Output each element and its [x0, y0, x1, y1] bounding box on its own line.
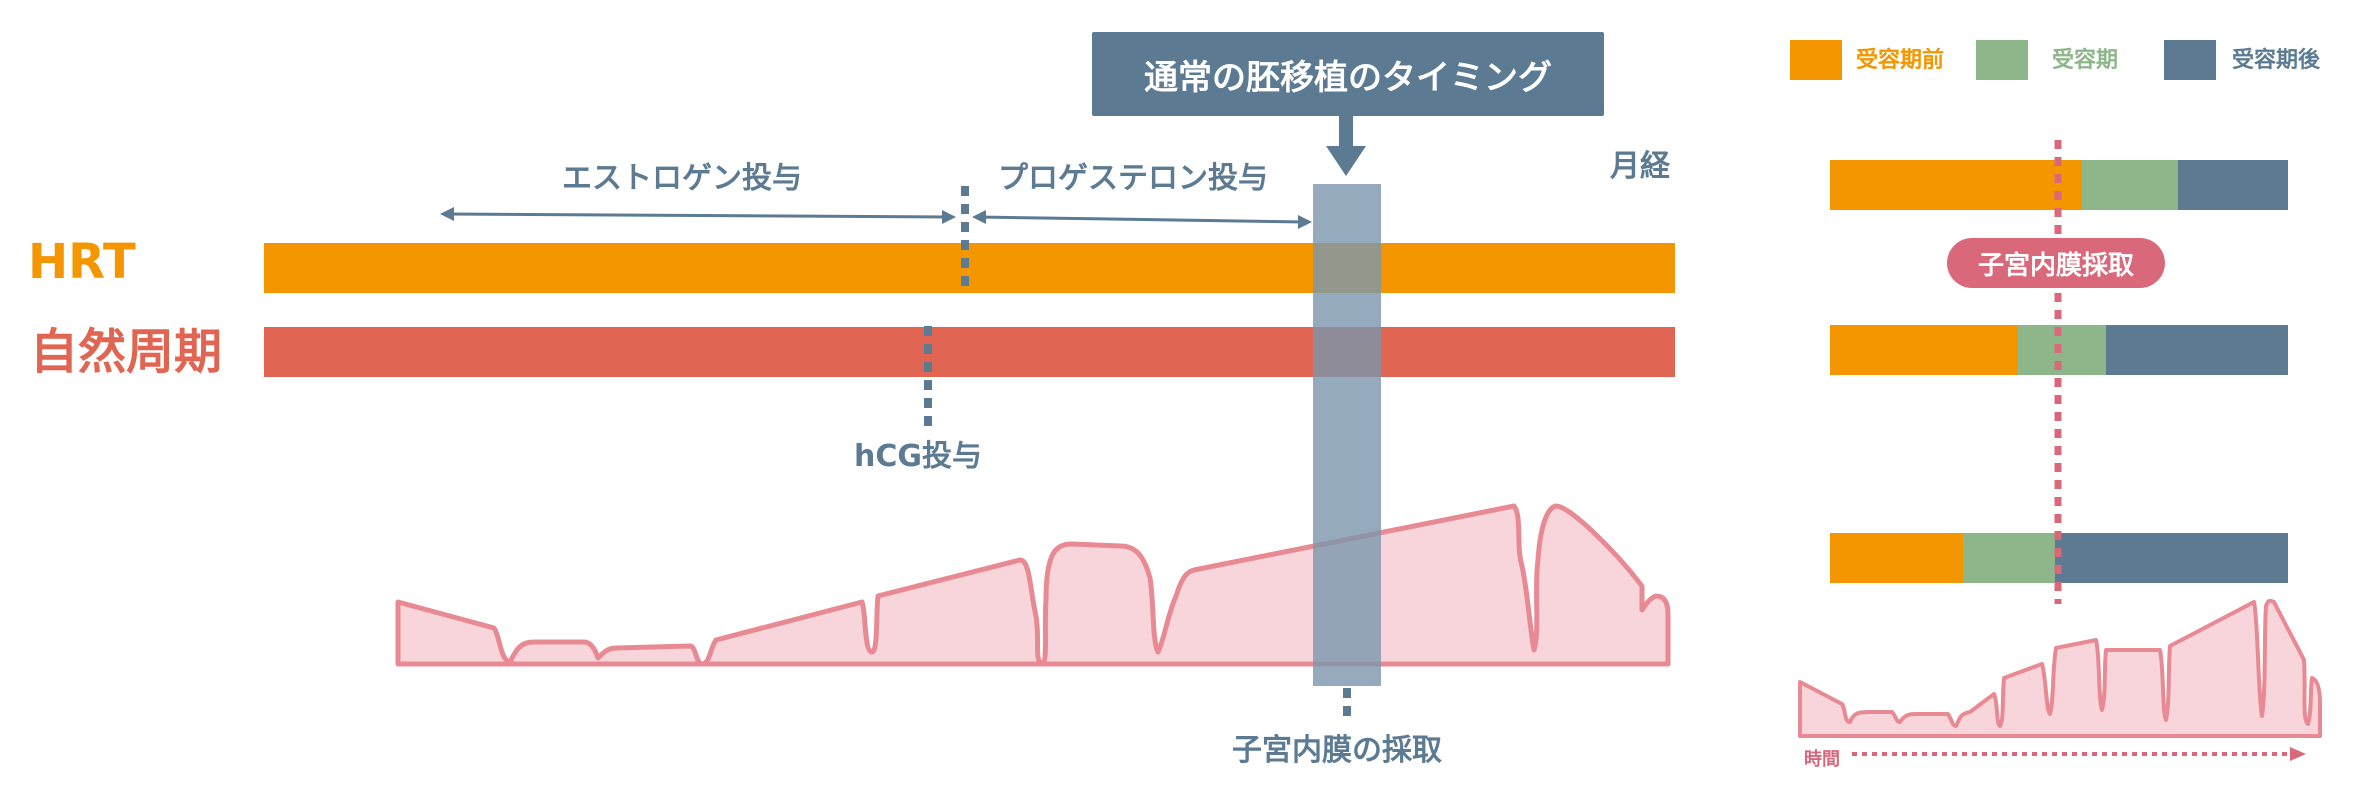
phase-bar-1-post: [2178, 160, 2288, 210]
hrt-bar: [264, 243, 1675, 293]
natural-cycle-row-label: 自然周期: [30, 324, 223, 380]
legend-swatch-post: [2164, 40, 2216, 80]
phase-bar-1-window: [2082, 160, 2178, 210]
timing-title-box: 通常の胚移植のタイミング: [1092, 32, 1604, 116]
phase-bar-3-post: [2055, 533, 2288, 583]
legend-swatch-window: [1976, 40, 2028, 80]
endometrium-illustration: [395, 503, 1671, 667]
side-biopsy-tag-text: 子宮内膜採取: [1977, 250, 2134, 281]
timing-title-text: 通常の胚移植のタイミング: [1144, 57, 1552, 98]
side-endometrium-illustration: [1798, 598, 2322, 738]
estrogen-range-arrow: [440, 207, 956, 224]
biopsy-label: 子宮内膜の採取: [1232, 733, 1442, 768]
natural-cycle-bar: [264, 327, 1675, 377]
main-overlay: [395, 184, 1671, 716]
side-overlay: [1798, 140, 2322, 761]
phase-bar-3-window: [1963, 533, 2055, 583]
legend-swatch-pre: [1790, 40, 1842, 80]
phase-bar-3: [1830, 533, 2288, 583]
progesterone-range-arrow: [972, 210, 1312, 229]
phase-bar-2-post: [2106, 325, 2288, 375]
menses-label: 月経: [1610, 149, 1670, 184]
phase-bar-2-window: [2018, 325, 2106, 375]
phase-bar-3-pre: [1830, 533, 1963, 583]
hrt-row-label: HRT: [28, 234, 136, 290]
legend-label-pre: 受容期前: [1856, 48, 1945, 73]
phase-bar-1-pre: [1830, 160, 2082, 210]
legend-label-window: 受容期: [2052, 48, 2119, 73]
biopsy-timing-column: [1313, 184, 1381, 686]
hcg-label: hCG投与: [854, 439, 982, 474]
phase-bar-2: [1830, 325, 2288, 375]
progesterone-label: プロゲステロン投与: [998, 161, 1268, 196]
phase-bar-1: [1830, 160, 2288, 210]
estrogen-label: エストロゲン投与: [562, 161, 802, 196]
phase-bar-2-pre: [1830, 325, 2018, 375]
time-axis-label: 時間: [1804, 749, 1840, 770]
timing-arrow-icon: [1326, 116, 1366, 176]
time-axis-arrowhead-icon: [2290, 747, 2306, 761]
side-biopsy-tag: 子宮内膜採取: [1947, 238, 2165, 288]
legend-label-post: 受容期後: [2232, 48, 2321, 73]
